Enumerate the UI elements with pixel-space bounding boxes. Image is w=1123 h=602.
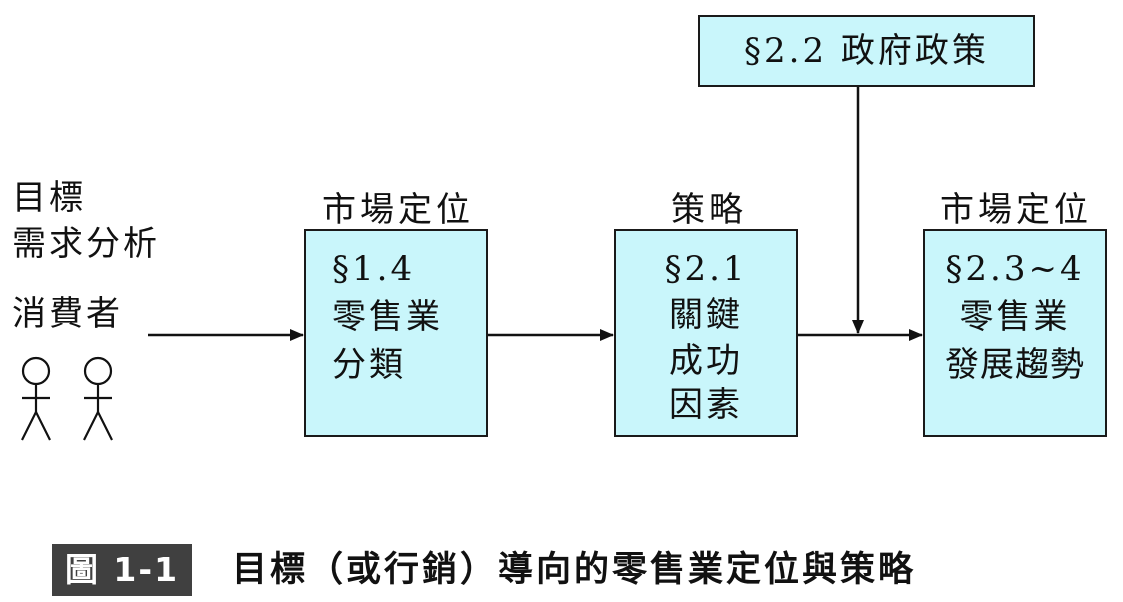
figure-caption: 目標（或行銷）導向的零售業定位與策略 xyxy=(232,550,917,590)
retail-classification-box: §1.4 零售業 分類 xyxy=(304,229,488,437)
goal-label: 目標 xyxy=(12,178,86,218)
column-2-heading: 策略 xyxy=(671,190,747,230)
box-3-line-1: §2.3~4 xyxy=(945,249,1085,289)
box-3-line-3: 發展趨勢 xyxy=(945,345,1085,385)
box-2-line-4: 因素 xyxy=(669,385,743,425)
column-1-heading: 市場定位 xyxy=(322,190,474,230)
box-1-line-2: 零售業 xyxy=(332,297,443,337)
key-success-factors-box: §2.1 關鍵 成功 因素 xyxy=(614,229,798,437)
person-icon xyxy=(83,356,113,441)
person-icon xyxy=(21,356,51,441)
box-1-line-1: §1.4 xyxy=(332,249,416,289)
demand-analysis-label: 需求分析 xyxy=(12,224,160,264)
box-2-line-2: 關鍵 xyxy=(669,295,743,335)
column-3-heading: 市場定位 xyxy=(940,190,1092,230)
figure-number-badge: 圖 1-1 xyxy=(52,544,192,596)
box-2-line-3: 成功 xyxy=(669,341,743,381)
government-policy-text: §2.2 政府政策 xyxy=(744,31,989,71)
retail-trends-box: §2.3~4 零售業 發展趨勢 xyxy=(923,229,1107,437)
government-policy-box: §2.2 政府政策 xyxy=(698,15,1035,87)
box-2-line-1: §2.1 xyxy=(664,249,748,289)
consumers-label: 消費者 xyxy=(12,294,123,334)
box-3-line-2: 零售業 xyxy=(959,297,1071,337)
box-1-line-3: 分類 xyxy=(332,345,406,385)
